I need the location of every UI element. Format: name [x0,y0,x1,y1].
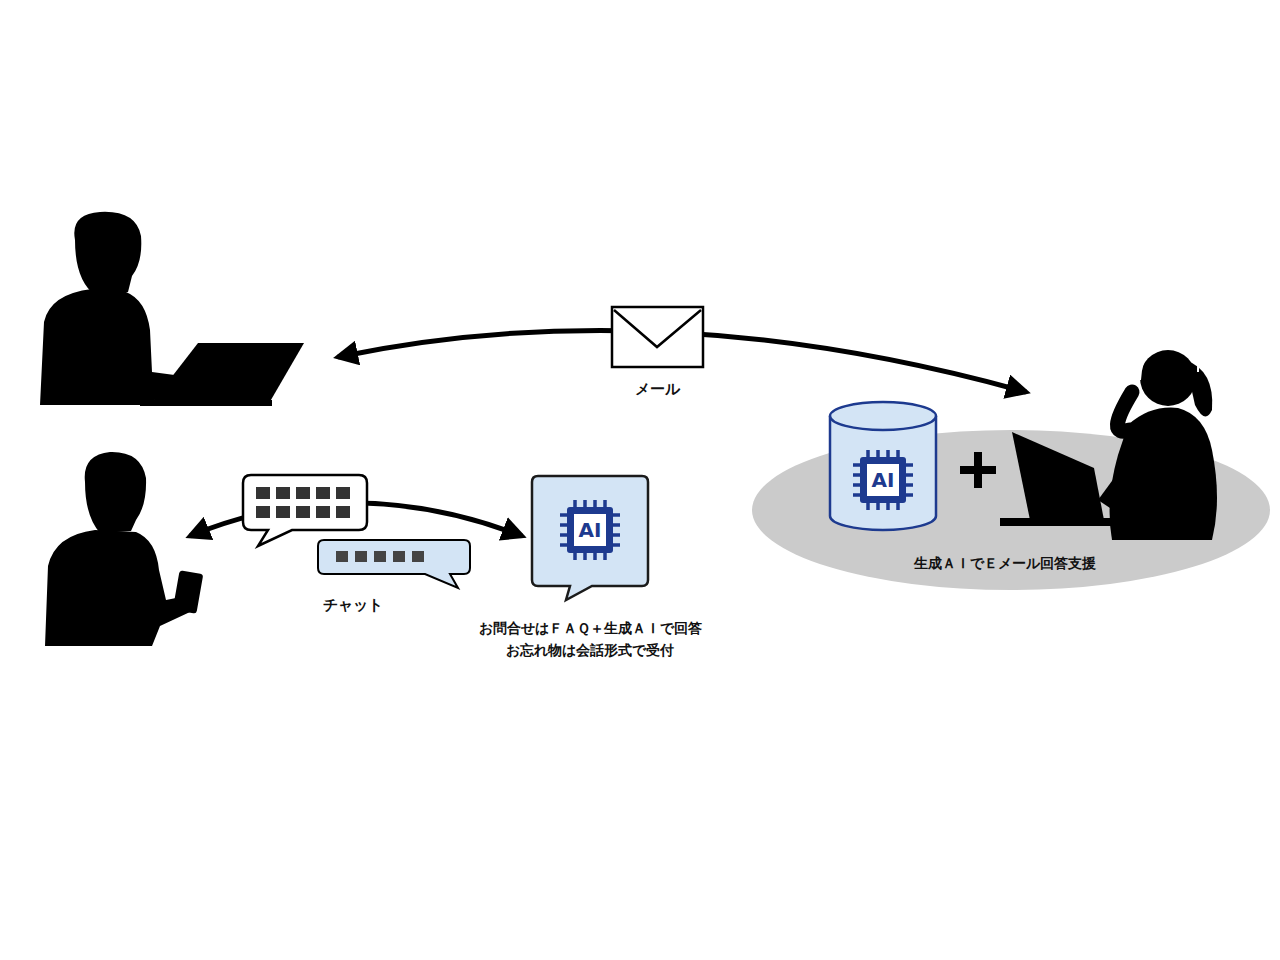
area-caption: 生成ＡＩでＥメール回答支援 [914,555,1096,573]
channel-label: チャット [320,596,386,615]
person-laptop [40,212,304,406]
node-shape [828,400,938,532]
chip-label: AI [828,468,938,492]
chat-bubbles [243,475,470,588]
chip-label: AI [530,518,650,542]
envelope-icon [612,307,703,367]
operator-area: 生成ＡＩでＥメール回答支援 AI [750,428,1272,592]
plus-sign [960,452,996,488]
caption-text: お問合せはＦＡＱ＋生成ＡＩで回答 [479,620,702,638]
channel-label: メール [632,380,683,399]
person-phone [45,452,203,646]
caption-text: お忘れ物は会話形式で受付 [506,642,674,660]
operator-person [1000,342,1217,540]
ai-database: AI [828,400,938,532]
ai-chat-bubble: AIお問合せはＦＡＱ＋生成ＡＩで回答お忘れ物は会話形式で受付 [530,474,650,602]
